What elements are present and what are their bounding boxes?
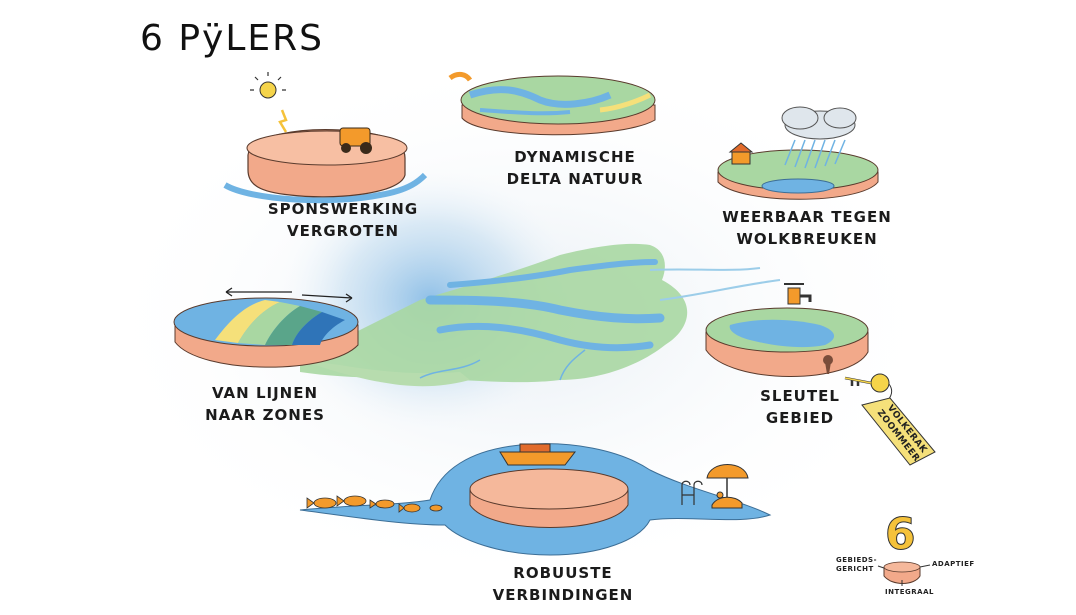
sun-icon (250, 72, 286, 99)
delta-disc-sand (599, 92, 652, 113)
tap-icon (784, 283, 812, 305)
label-line-1: DYNAMISCHE (514, 148, 636, 166)
delta-river-2 (649, 267, 761, 271)
zones-band-yellow (215, 300, 280, 343)
tag-shape (861, 397, 936, 466)
delta-map (300, 243, 781, 387)
label-line-1: ROBUUSTE (513, 564, 613, 582)
house-icon (728, 142, 754, 165)
sunbather-icon (711, 491, 743, 509)
fish-icons (306, 495, 443, 513)
label-line-2: DELTA NATUUR (506, 170, 644, 188)
label-line-2: GEBIED (765, 409, 835, 427)
delta-water-1 (425, 295, 665, 324)
label-wolkbreuken: WEERBAAR TEGEN WOLKBREUKEN (712, 206, 902, 250)
delta-land-south (300, 360, 470, 387)
label-line-1: SLEUTEL (760, 387, 840, 405)
arrow-left-icon (225, 287, 292, 297)
wolk-pond (761, 178, 835, 194)
legend-left-bottom: GERICHT (836, 565, 874, 573)
ladder-icon (681, 480, 703, 505)
zones-band-green (238, 302, 300, 345)
label-line-2: WOLKBREUKEN (736, 230, 878, 248)
label-line-2: VERBINDINGEN (492, 586, 634, 604)
label-line-1: VAN LIJNEN (211, 384, 319, 402)
delta-water-3 (447, 259, 658, 288)
pillar-verbindingen-illustration (299, 443, 772, 556)
delta-disc-water (468, 86, 612, 108)
label-line-2: NAAR ZONES (205, 406, 325, 424)
verbindingen-disc-top (469, 468, 629, 510)
delta-disc-water-2 (479, 108, 571, 116)
tractor-icon (339, 127, 372, 154)
sleutel-water (729, 319, 835, 348)
label-line-1: SPONSWERKING (267, 200, 419, 218)
label-sponswerking: SPONSWERKING VERGROTEN (258, 198, 428, 242)
delta-water-2 (436, 322, 654, 352)
legend-disc-side (883, 567, 921, 584)
label-zones: VAN LIJNEN NAAR ZONES (190, 382, 340, 426)
pillar-delta-illustration (448, 71, 656, 136)
legend-number: 6 (885, 509, 917, 560)
legend-disc-top (883, 561, 921, 573)
boat-icon (499, 443, 577, 466)
delta-stream-2 (559, 349, 586, 381)
delta-stream (419, 359, 481, 379)
zones-band-blue (292, 312, 345, 345)
label-verbindingen: ROBUUSTE VERBINDINGEN (478, 562, 648, 606)
bird-icon (448, 71, 473, 82)
spons-water (223, 172, 428, 204)
umbrella-icon (706, 464, 749, 505)
page-title: 6 PÿLERS (140, 18, 325, 59)
pillar-spons-illustration (223, 72, 428, 204)
cloud-icon (781, 106, 857, 140)
keyhole-icon (823, 355, 833, 374)
delta-river (659, 279, 781, 301)
legend-bottom: INTEGRAAL (885, 588, 934, 596)
pillar-sleutel-illustration (705, 283, 936, 466)
legend-line-left (877, 565, 885, 569)
spons-top (246, 130, 408, 166)
pillar-wolk-illustration (717, 106, 879, 200)
legend-illustration (877, 561, 931, 586)
legend-left-top: GEBIEDS- (836, 556, 878, 564)
label-line-2: VERGROTEN (286, 222, 400, 240)
label-sleutel-gebied: SLEUTEL GEBIED (745, 385, 855, 429)
lightning-icon (278, 109, 288, 133)
legend-line-right (919, 564, 931, 568)
label-line-1: WEERBAAR TEGEN (722, 208, 892, 226)
legend-right: ADAPTIEF (932, 560, 975, 568)
zones-band-teal (265, 306, 322, 345)
label-delta-natuur: DYNAMISCHE DELTA NATUUR (490, 146, 660, 190)
key-icon (844, 373, 890, 393)
arrow-right-icon (301, 293, 353, 303)
delta-disc-top (460, 75, 656, 125)
pillar-zones-illustration (173, 287, 359, 368)
rain-icon (784, 139, 846, 169)
